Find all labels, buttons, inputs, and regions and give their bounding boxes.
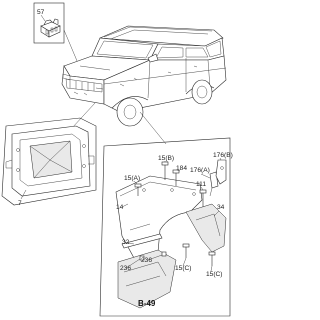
callout-34: 34 bbox=[217, 204, 225, 211]
core-support-illustration bbox=[5, 125, 95, 197]
inset-part-7: 7 bbox=[1, 117, 97, 207]
fender-leader-lines bbox=[121, 157, 222, 272]
bolt-15b bbox=[161, 161, 169, 180]
vehicle-illustration bbox=[61, 25, 227, 127]
callout-236-a: 236 bbox=[141, 257, 152, 264]
bolt-184 bbox=[172, 169, 180, 186]
callout-15c-1: 15(C) bbox=[175, 265, 192, 272]
diagram-canvas: 57 bbox=[1, 2, 233, 317]
callout-7: 7 bbox=[18, 200, 22, 207]
page-reference-b49: B-49 bbox=[138, 299, 156, 308]
callout-236-b: 236 bbox=[120, 265, 131, 272]
leader-vehicle-to-part-7 bbox=[71, 102, 96, 129]
callout-32: 32 bbox=[122, 239, 130, 246]
callout-15c-2: 15(C) bbox=[206, 271, 223, 278]
callout-184: 184 bbox=[176, 165, 187, 172]
inset-part-57: 57 bbox=[33, 2, 81, 69]
callout-111: 111 bbox=[196, 181, 206, 188]
callout-176b: 176(B) bbox=[213, 152, 233, 159]
bracket-176b bbox=[215, 159, 227, 185]
leader-7 bbox=[20, 189, 27, 200]
inset-fender-detail: 15(B) 184 15(A) 176(A) 176(B) 111 14 34 … bbox=[99, 137, 233, 317]
bolt-15c-2 bbox=[208, 251, 216, 266]
bolt-15a bbox=[134, 183, 142, 196]
callout-57: 57 bbox=[37, 9, 45, 16]
leader-vehicle-to-fender bbox=[139, 111, 167, 145]
inset-57-frame bbox=[33, 2, 65, 44]
leader-57 bbox=[40, 14, 46, 22]
clip-236-b bbox=[161, 251, 167, 257]
parts-diagram: 57 bbox=[1, 2, 233, 317]
callout-176a: 176(A) bbox=[190, 167, 210, 174]
callout-14: 14 bbox=[116, 204, 124, 211]
callout-15a: 15(A) bbox=[124, 175, 140, 182]
callout-15b: 15(B) bbox=[158, 155, 174, 162]
mud-guard-illustration bbox=[117, 249, 177, 309]
bolt-15c-1 bbox=[182, 243, 190, 258]
clip-236-a bbox=[139, 255, 145, 261]
inset-fender-frame bbox=[99, 137, 231, 317]
clip-57-illustration bbox=[40, 18, 61, 38]
splash-shield-34 bbox=[185, 203, 227, 253]
molding-32 bbox=[121, 233, 163, 249]
inset-7-frame bbox=[1, 117, 97, 206]
